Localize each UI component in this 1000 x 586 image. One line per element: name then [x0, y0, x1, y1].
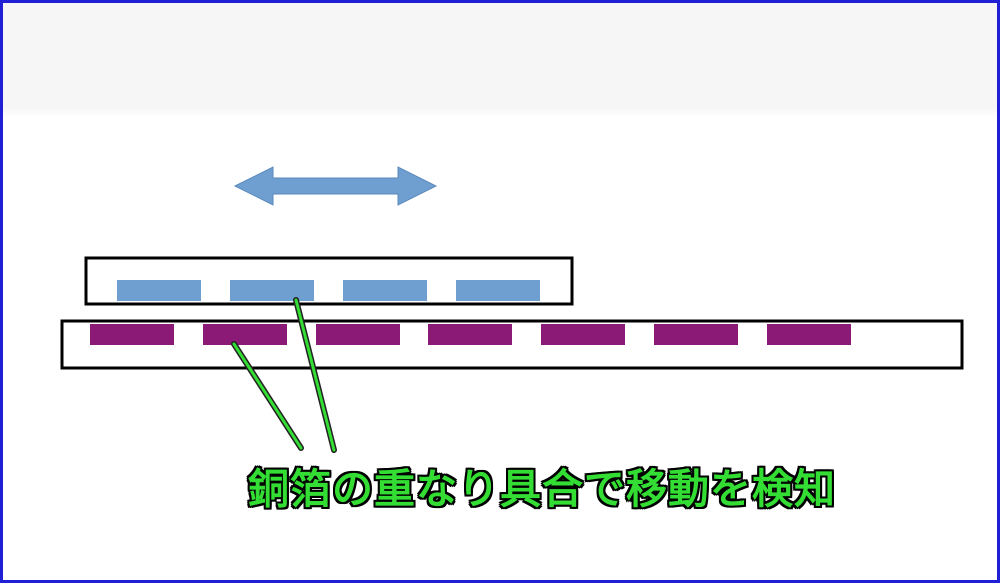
lower-foil-pad [90, 324, 174, 345]
leader-line [293, 297, 337, 453]
lower-foil-pad [654, 324, 738, 345]
diagram-canvas [60, 166, 964, 453]
double-headed-arrow-icon [233, 166, 438, 206]
lower-foil-pad [203, 324, 287, 345]
upper-foil-pad [456, 280, 540, 301]
upper-foil-pad [343, 280, 427, 301]
lower-foil-pad [428, 324, 512, 345]
lower-foil-pad [541, 324, 625, 345]
lower-foil-pad [767, 324, 851, 345]
upper-foil-pad [117, 280, 201, 301]
caption-text: 銅箔の重なり具合で移動を検知 [248, 465, 836, 513]
lower-foil-pad [316, 324, 400, 345]
leader-line [231, 341, 304, 451]
upper-foil-pad [230, 280, 314, 301]
